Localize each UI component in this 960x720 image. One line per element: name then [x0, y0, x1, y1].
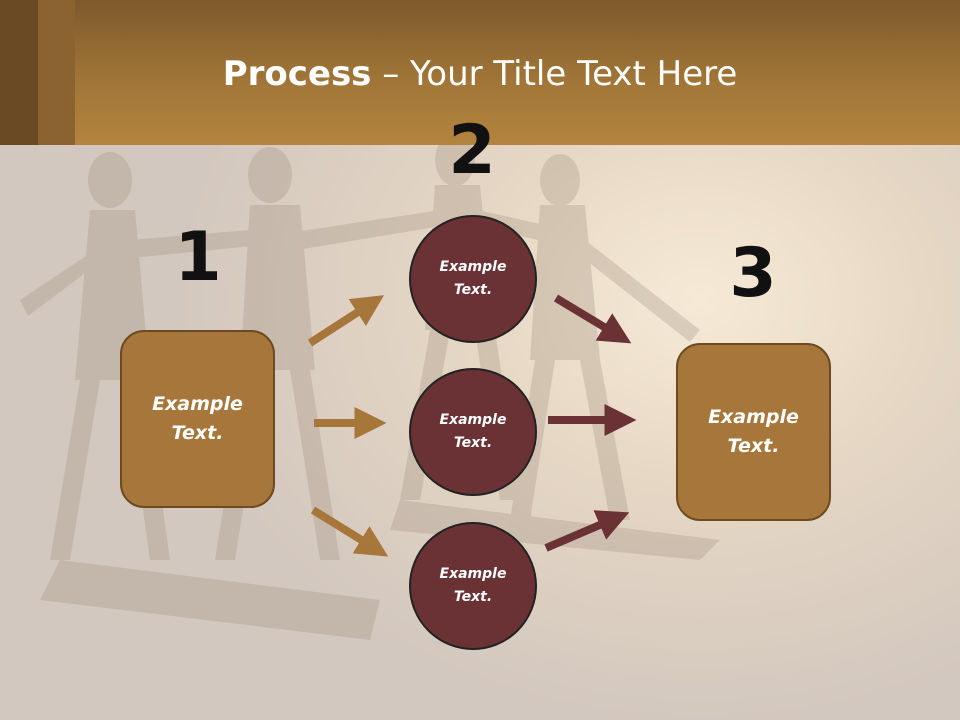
arrow-bottom-to-right-icon: [544, 510, 630, 552]
circle-text: Example Text.: [439, 566, 507, 605]
step-number-2: 2: [448, 111, 496, 190]
step-number-3: 3: [729, 234, 777, 313]
title-rest-part: – Your Title Text Here: [371, 54, 738, 94]
left-process-box: Example Text.: [120, 330, 275, 508]
arrow-left-to-bottom-icon: [310, 506, 389, 557]
left-box-text: Example Text.: [152, 393, 243, 444]
circle-text: Example Text.: [439, 259, 507, 298]
process-circle-top: Example Text.: [409, 215, 537, 343]
arrow-left-to-top-icon: [307, 295, 385, 347]
step-number-1: 1: [174, 218, 222, 297]
title-bold-part: Process: [222, 54, 372, 94]
process-circle-middle: Example Text.: [409, 368, 537, 496]
right-box-text: Example Text.: [708, 406, 799, 457]
header-accent-strip: [0, 0, 38, 145]
arrow-top-to-right-icon: [553, 294, 632, 344]
process-circle-bottom: Example Text.: [409, 522, 537, 650]
right-process-box: Example Text.: [676, 343, 831, 521]
header-bar: Process – Your Title Text Here: [0, 0, 960, 145]
header-accent-strip: [38, 0, 75, 145]
circle-text: Example Text.: [439, 412, 507, 451]
slide-title: Process – Your Title Text Here: [0, 52, 960, 96]
